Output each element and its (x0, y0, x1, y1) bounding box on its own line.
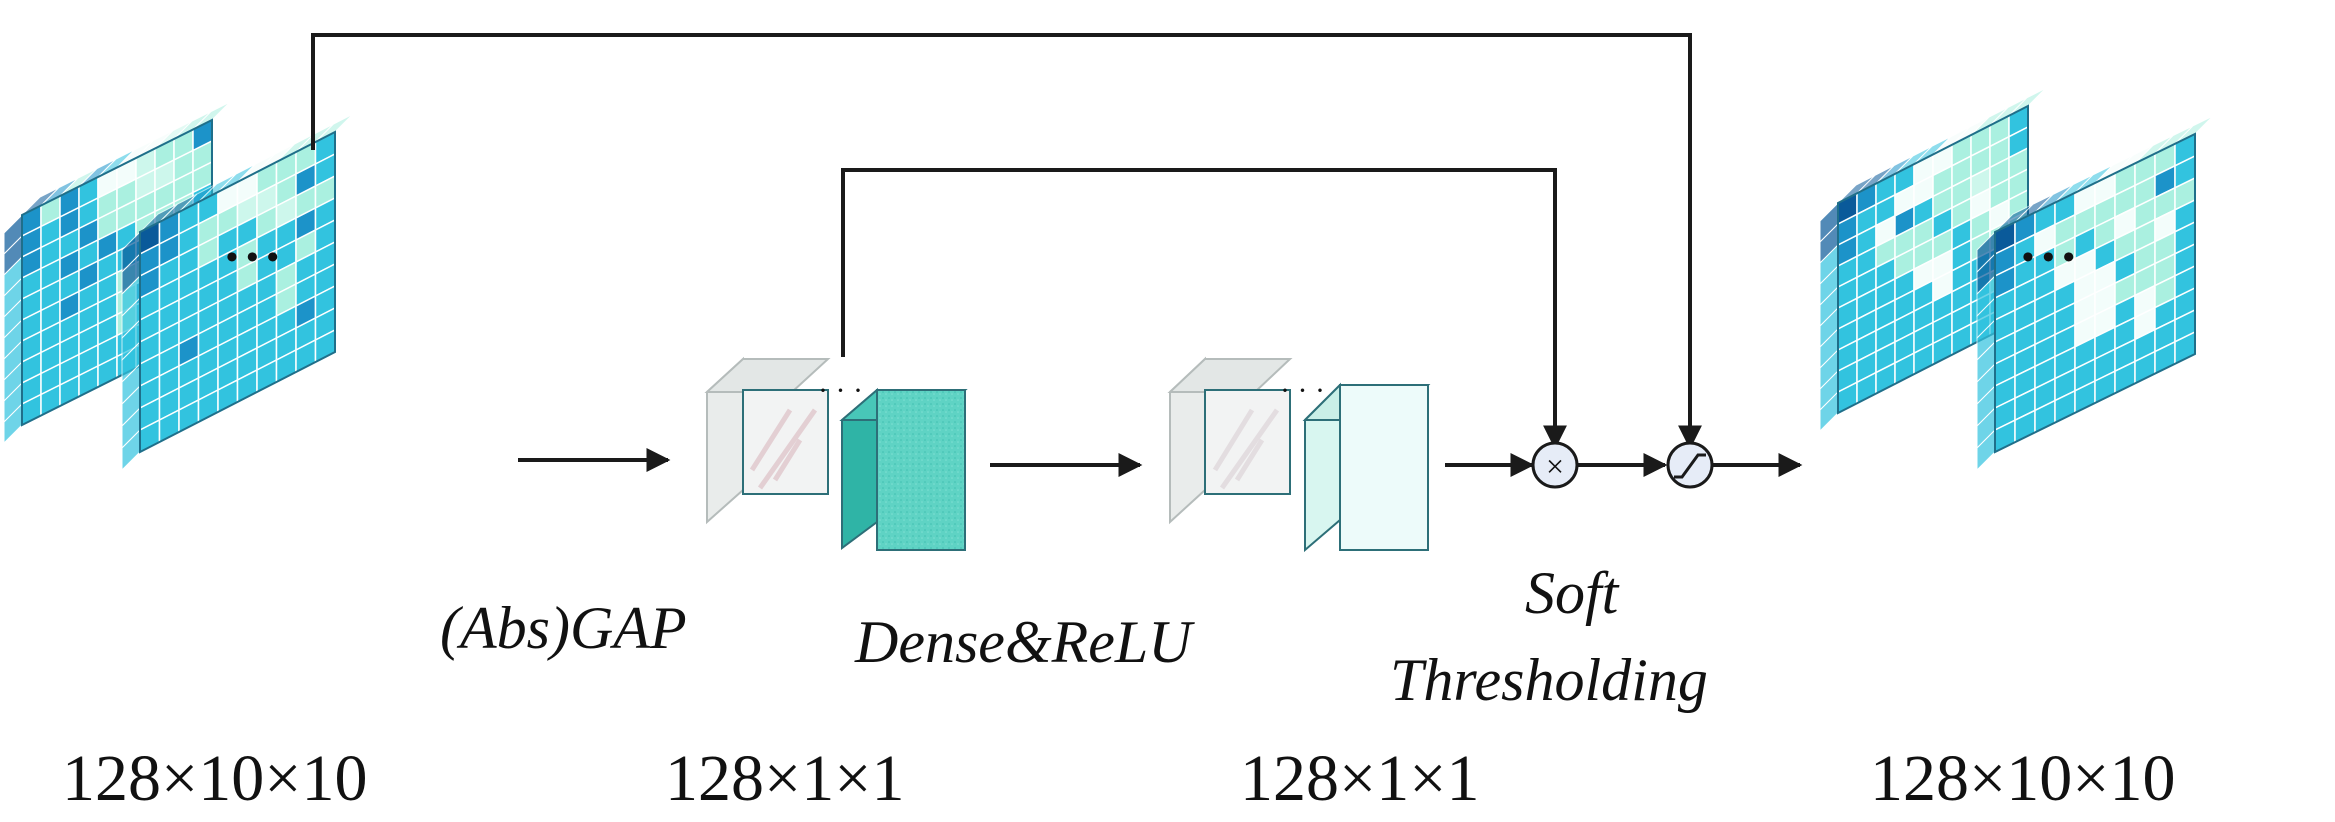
gap-vector-back-top (704, 358, 831, 393)
dense-vector-texture (1212, 408, 1280, 490)
soft-thresholding-label-line2: Thresholding (1390, 647, 1708, 713)
multiply-icon: × (1546, 448, 1564, 484)
gap-vector-texture (749, 408, 818, 490)
input-ellipsis: • • • (226, 239, 279, 276)
dense-label: Dense&ReLU (854, 609, 1195, 675)
input-feature-map-front (121, 113, 354, 472)
dense-vector-back (1204, 389, 1291, 495)
output-ellipsis: • • • (2022, 239, 2075, 276)
soft-threshold-curve-icon (1674, 453, 1706, 479)
multiply-circle (1531, 441, 1579, 489)
inner-skip-connection (841, 168, 1567, 450)
multiply-operator: × (1531, 441, 1579, 489)
dense-ellipsis: · · · (1280, 374, 1325, 407)
input-feature-maps: • • • (3, 101, 354, 472)
threshold-operator (1666, 441, 1714, 489)
output-dimension-label: 128×10×10 (1870, 742, 2175, 815)
connections (311, 33, 1803, 477)
outer-skip-connection (311, 33, 1702, 450)
feature-map-outline (1994, 132, 2196, 454)
dense-vector-front (1339, 384, 1429, 551)
dense-vector-stack: · · · (1167, 356, 1431, 553)
feature-map-outline (139, 130, 336, 454)
dense-vector-back-top (1167, 358, 1293, 393)
input-dimension-label: 128×10×10 (62, 742, 367, 815)
gap-ellipsis: · · · (818, 374, 863, 407)
gap-vector-back (742, 389, 829, 495)
gap-label: (Abs)GAP (440, 595, 687, 661)
dense-dimension-label: 128×1×1 (1240, 742, 1479, 815)
gap-vector-front (876, 389, 966, 551)
gap-vector-stack: · · · (704, 356, 968, 551)
soft-thresholding-label-line1: Soft (1525, 560, 1620, 626)
output-feature-map-front (1976, 115, 2214, 472)
output-feature-maps: • • • (1819, 87, 2214, 472)
gap-dimension-label: 128×1×1 (665, 742, 904, 815)
